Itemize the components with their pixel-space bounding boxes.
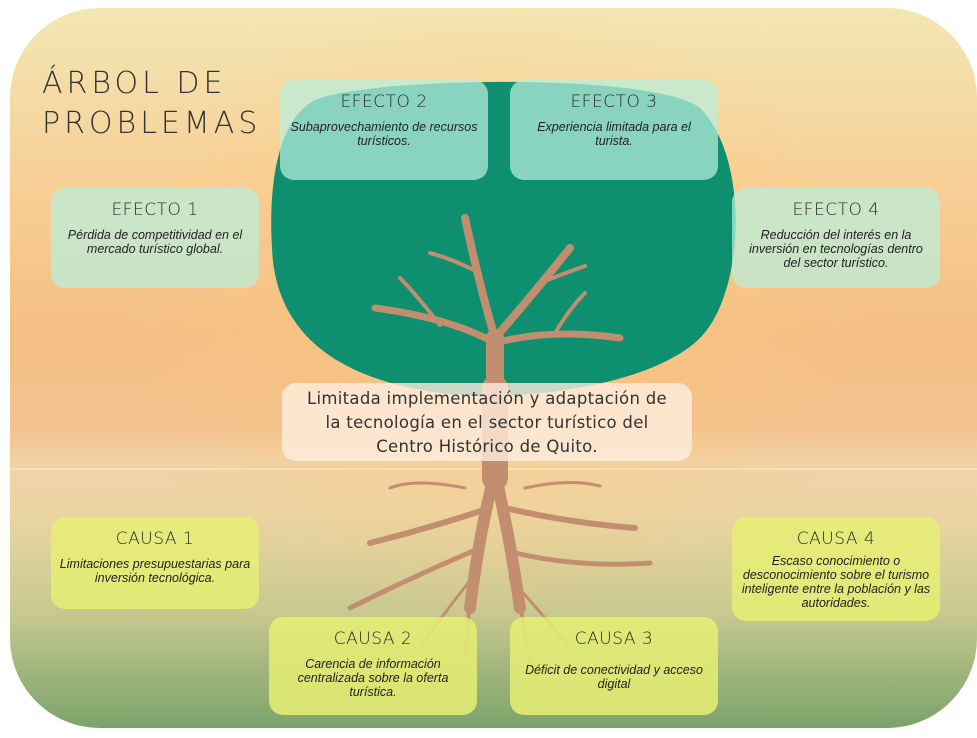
title-line-1: ÁRBOL DE	[42, 66, 227, 101]
effect-2-label: EFECTO 2	[340, 92, 428, 112]
cause-2-box: CAUSA 2 Carencia de información centrali…	[269, 617, 477, 715]
title-line-2: PROBLEMAS	[42, 106, 262, 141]
cause-3-description: Déficit de conectividad y acceso digital	[525, 663, 703, 691]
cause-2-description: Carencia de información centralizada sob…	[297, 657, 449, 699]
effect-3-description: Experiencia limitada para el turista.	[537, 120, 691, 148]
cause-3-box: CAUSA 3 Déficit de conectividad y acceso…	[510, 617, 718, 715]
central-problem-box: Limitada implementación y adaptación de …	[282, 383, 692, 461]
effect-2-description: Subaprovechamiento de recursos turístico…	[290, 120, 478, 148]
cause-1-description: Limitaciones presupuestarias para invers…	[59, 557, 251, 585]
effect-1-box: EFECTO 1 Pérdida de competitividad en el…	[51, 188, 259, 288]
effect-1-label: EFECTO 1	[111, 200, 199, 220]
effect-3-box: EFECTO 3 Experiencia limitada para el tu…	[510, 80, 718, 180]
cause-4-box: CAUSA 4 Escaso conocimiento o desconocim…	[732, 517, 940, 621]
effect-4-box: EFECTO 4 Reducción del interés en la inv…	[732, 188, 940, 288]
cause-4-label: CAUSA 4	[796, 529, 876, 549]
effect-4-label: EFECTO 4	[792, 200, 880, 220]
central-problem-line-1: Limitada implementación y adaptación de	[307, 389, 667, 408]
cause-1-box: CAUSA 1 Limitaciones presupuestarias par…	[51, 517, 259, 609]
central-problem-line-3: Centro Histórico de Quito.	[376, 437, 598, 456]
effect-1-description: Pérdida de competitividad en el mercado …	[67, 228, 243, 256]
cause-1-label: CAUSA 1	[115, 529, 195, 549]
cause-2-label: CAUSA 2	[333, 629, 413, 649]
diagram-title: ÁRBOL DE PROBLEMAS	[42, 64, 261, 144]
effect-3-label: EFECTO 3	[570, 92, 658, 112]
cause-3-label: CAUSA 3	[574, 629, 654, 649]
effect-4-description: Reducción del interés en la inversión en…	[749, 228, 923, 270]
central-problem-line-2: la tecnología en el sector turístico del	[325, 413, 649, 432]
cause-4-description: Escaso conocimiento o desconocimiento so…	[741, 554, 931, 610]
effect-2-box: EFECTO 2 Subaprovechamiento de recursos …	[280, 80, 488, 180]
poster-background: ÁRBOL DE PROBLEMAS EFECTO 1 Pérdida de c…	[10, 8, 977, 728]
